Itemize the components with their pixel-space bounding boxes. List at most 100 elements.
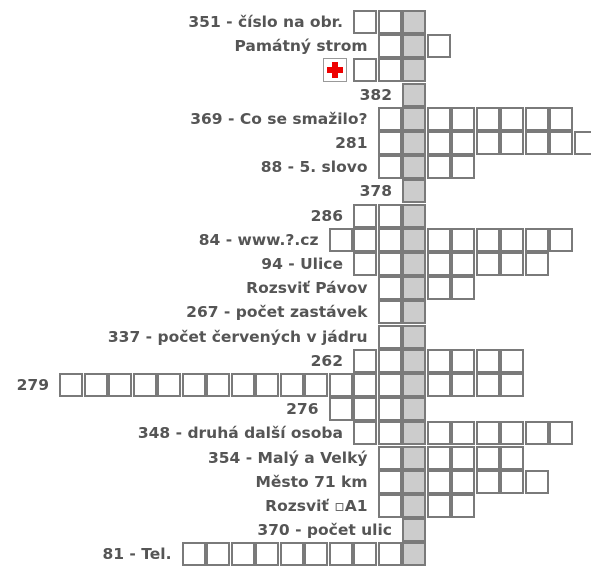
letter-cell[interactable]: [353, 542, 377, 567]
secret-cell[interactable]: [402, 542, 426, 567]
letter-cell[interactable]: [377, 227, 402, 252]
letter-cell[interactable]: [475, 469, 500, 494]
letter-cell[interactable]: [475, 373, 500, 397]
letter-cell[interactable]: [353, 373, 377, 397]
secret-cell[interactable]: [402, 82, 426, 107]
secret-cell[interactable]: [402, 179, 426, 204]
letter-cell[interactable]: [451, 421, 475, 446]
letter-cell[interactable]: [328, 227, 353, 252]
letter-cell[interactable]: [475, 421, 500, 446]
letter-cell[interactable]: [206, 373, 230, 397]
letter-cell[interactable]: [451, 445, 475, 470]
secret-cell[interactable]: [402, 397, 426, 422]
letter-cell[interactable]: [377, 252, 402, 276]
letter-cell[interactable]: [377, 421, 402, 446]
letter-cell[interactable]: [328, 373, 353, 397]
letter-cell[interactable]: [206, 542, 230, 567]
secret-cell[interactable]: [402, 469, 426, 494]
letter-cell[interactable]: [500, 469, 524, 494]
letter-cell[interactable]: [377, 542, 402, 567]
letter-cell[interactable]: [426, 445, 451, 470]
letter-cell[interactable]: [451, 106, 475, 131]
secret-cell[interactable]: [402, 227, 426, 252]
letter-cell[interactable]: [377, 106, 402, 131]
letter-cell[interactable]: [132, 373, 157, 397]
letter-cell[interactable]: [255, 373, 279, 397]
secret-cell[interactable]: [402, 131, 426, 155]
letter-cell[interactable]: [475, 252, 500, 276]
letter-cell[interactable]: [524, 252, 549, 276]
letter-cell[interactable]: [108, 373, 132, 397]
secret-cell[interactable]: [402, 421, 426, 446]
letter-cell[interactable]: [353, 227, 377, 252]
letter-cell[interactable]: [377, 469, 402, 494]
letter-cell[interactable]: [475, 106, 500, 131]
letter-cell[interactable]: [377, 58, 402, 83]
letter-cell[interactable]: [524, 227, 549, 252]
letter-cell[interactable]: [181, 542, 206, 567]
letter-cell[interactable]: [475, 227, 500, 252]
secret-cell[interactable]: [402, 494, 426, 518]
letter-cell[interactable]: [500, 373, 524, 397]
letter-cell[interactable]: [304, 542, 328, 567]
letter-cell[interactable]: [451, 155, 475, 180]
letter-cell[interactable]: [451, 373, 475, 397]
secret-cell[interactable]: [402, 106, 426, 131]
secret-cell[interactable]: [402, 34, 426, 59]
letter-cell[interactable]: [157, 373, 181, 397]
letter-cell[interactable]: [377, 34, 402, 59]
letter-cell[interactable]: [426, 106, 451, 131]
letter-cell[interactable]: [451, 469, 475, 494]
letter-cell[interactable]: [451, 252, 475, 276]
letter-cell[interactable]: [524, 131, 549, 155]
letter-cell[interactable]: [304, 373, 328, 397]
secret-cell[interactable]: [402, 252, 426, 276]
letter-cell[interactable]: [426, 34, 451, 59]
letter-cell[interactable]: [426, 494, 451, 518]
secret-cell[interactable]: [402, 445, 426, 470]
letter-cell[interactable]: [353, 58, 377, 83]
letter-cell[interactable]: [377, 10, 402, 34]
letter-cell[interactable]: [181, 373, 206, 397]
letter-cell[interactable]: [426, 469, 451, 494]
letter-cell[interactable]: [377, 131, 402, 155]
secret-cell[interactable]: [402, 518, 426, 543]
secret-cell[interactable]: [402, 10, 426, 34]
letter-cell[interactable]: [451, 131, 475, 155]
letter-cell[interactable]: [377, 203, 402, 228]
letter-cell[interactable]: [353, 203, 377, 228]
letter-cell[interactable]: [279, 373, 304, 397]
letter-cell[interactable]: [549, 227, 573, 252]
letter-cell[interactable]: [353, 348, 377, 373]
letter-cell[interactable]: [426, 421, 451, 446]
letter-cell[interactable]: [549, 421, 573, 446]
secret-cell[interactable]: [402, 348, 426, 373]
letter-cell[interactable]: [377, 155, 402, 180]
letter-cell[interactable]: [426, 227, 451, 252]
letter-cell[interactable]: [500, 421, 524, 446]
letter-cell[interactable]: [328, 397, 353, 422]
letter-cell[interactable]: [377, 445, 402, 470]
letter-cell[interactable]: [451, 276, 475, 301]
letter-cell[interactable]: [451, 227, 475, 252]
letter-cell[interactable]: [426, 348, 451, 373]
letter-cell[interactable]: [524, 469, 549, 494]
letter-cell[interactable]: [377, 494, 402, 518]
secret-cell[interactable]: [402, 58, 426, 83]
letter-cell[interactable]: [549, 106, 573, 131]
secret-cell[interactable]: [402, 373, 426, 397]
letter-cell[interactable]: [377, 373, 402, 397]
letter-cell[interactable]: [524, 421, 549, 446]
letter-cell[interactable]: [279, 542, 304, 567]
letter-cell[interactable]: [549, 131, 573, 155]
letter-cell[interactable]: [377, 276, 402, 301]
secret-cell[interactable]: [402, 324, 426, 349]
letter-cell[interactable]: [500, 252, 524, 276]
letter-cell[interactable]: [353, 421, 377, 446]
letter-cell[interactable]: [426, 252, 451, 276]
letter-cell[interactable]: [83, 373, 108, 397]
letter-cell[interactable]: [377, 324, 402, 349]
letter-cell[interactable]: [573, 131, 591, 155]
letter-cell[interactable]: [353, 397, 377, 422]
letter-cell[interactable]: [500, 445, 524, 470]
